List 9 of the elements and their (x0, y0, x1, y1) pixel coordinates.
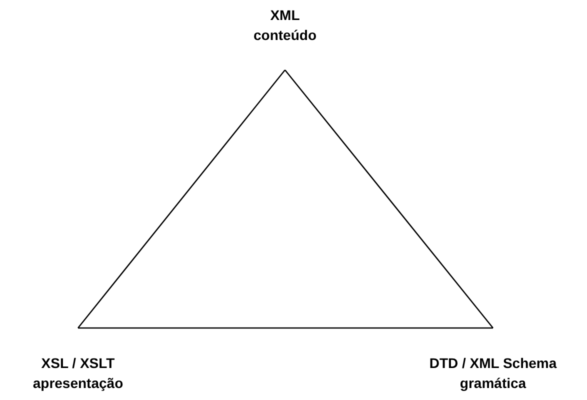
vertex-title: XSL / XSLT (41, 354, 115, 373)
vertex-subtitle: conteúdo (254, 26, 316, 45)
vertex-subtitle: gramática (460, 374, 526, 393)
triangle-side (284, 70, 494, 328)
triangle-side (78, 327, 493, 329)
triangle-side (78, 70, 286, 328)
vertex-subtitle: apresentação (32, 374, 124, 393)
vertex-title: XML (270, 6, 300, 25)
vertex-title: DTD / XML Schema (429, 354, 557, 373)
